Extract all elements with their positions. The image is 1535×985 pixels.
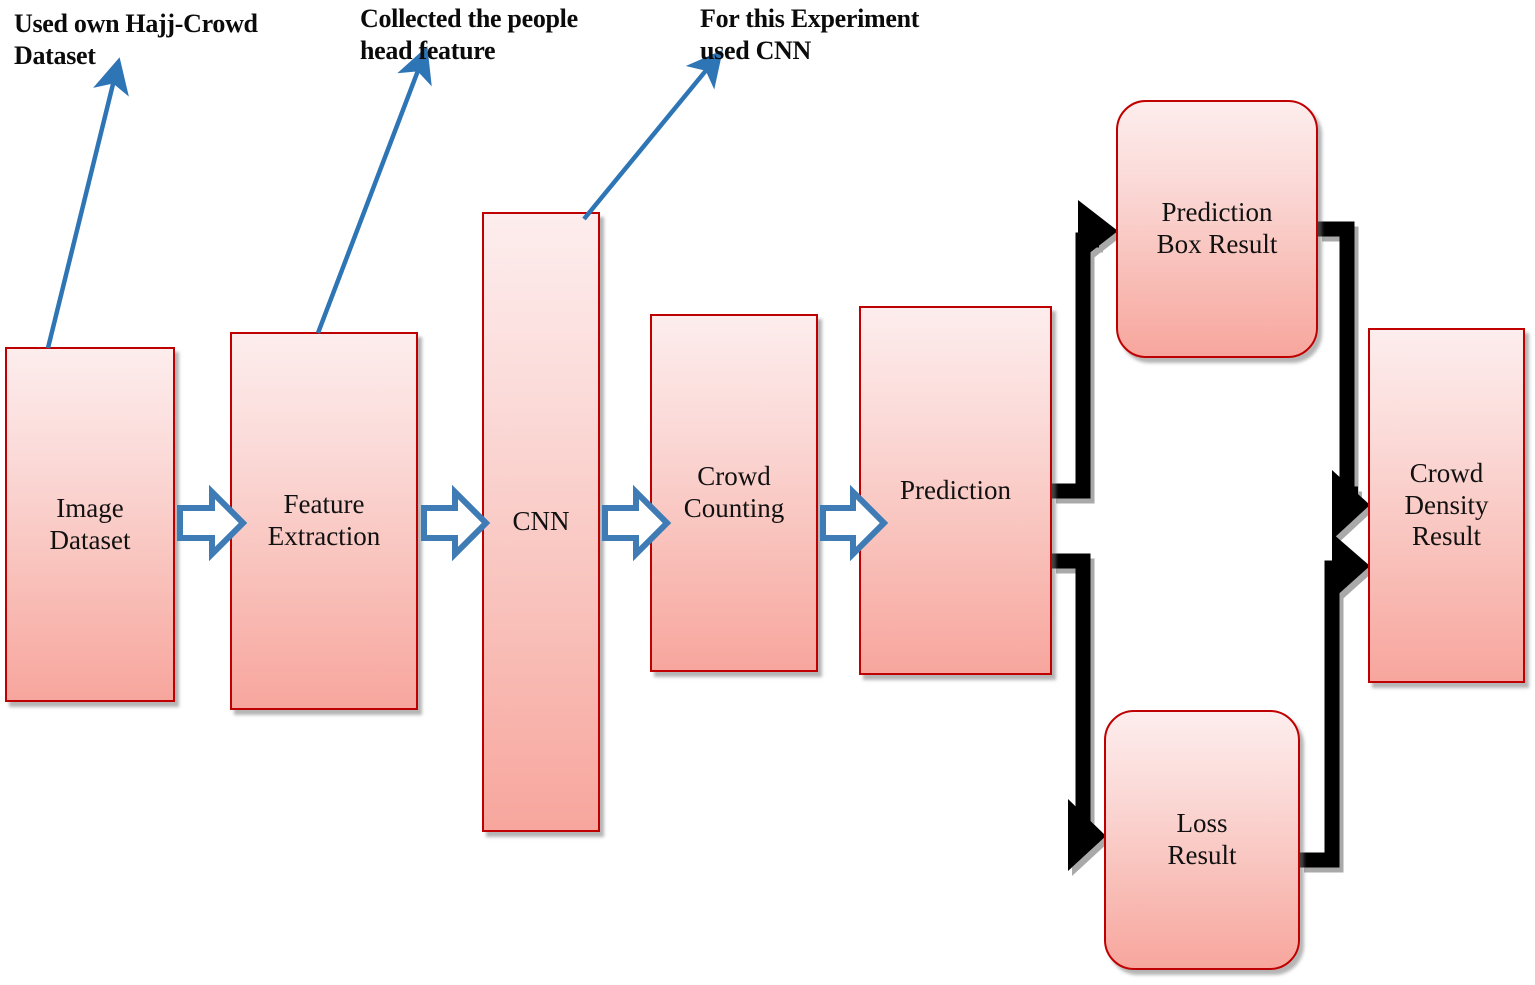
node-cnn[interactable]: CNN: [482, 212, 600, 832]
node-prediction-box-result[interactable]: Prediction Box Result: [1116, 100, 1318, 358]
connector-prediction-to-loss-result: [1052, 553, 1106, 871]
block-arrow-image-dataset-to-feature-extraction: [177, 484, 248, 562]
callout-arrow-image-dataset: [45, 57, 129, 349]
connector-prediction-box-result-to-crowd-density-result: [1318, 221, 1370, 540]
block-arrow-cnn-to-crowd-counting: [602, 484, 672, 562]
callout-arrow-feature-extraction: [315, 46, 432, 334]
node-prediction[interactable]: Prediction: [859, 306, 1052, 675]
node-loss-result[interactable]: Loss Result: [1104, 710, 1300, 970]
annotation-dataset: Used own Hajj-Crowd Dataset: [14, 9, 258, 70]
block-arrow-crowd-counting-to-prediction: [820, 484, 889, 562]
callout-arrow-cnn: [582, 49, 723, 221]
callout-leader-arrows: [45, 46, 723, 349]
connector-loss-result-to-crowd-density-result: [1300, 533, 1370, 868]
annotation-experiment: For this Experiment used CNN: [700, 4, 920, 65]
node-image-dataset[interactable]: Image Dataset: [5, 347, 175, 702]
connector-prediction-to-prediction-box-result: [1052, 200, 1118, 499]
flow-block-arrows: [177, 484, 889, 562]
annotation-head: Collected the people head feature: [360, 4, 578, 65]
node-feature-extraction[interactable]: Feature Extraction: [230, 332, 418, 710]
node-crowd-counting[interactable]: Crowd Counting: [650, 314, 818, 672]
node-crowd-density-result[interactable]: Crowd Density Result: [1368, 328, 1525, 683]
block-arrow-feature-extraction-to-cnn: [421, 484, 491, 562]
